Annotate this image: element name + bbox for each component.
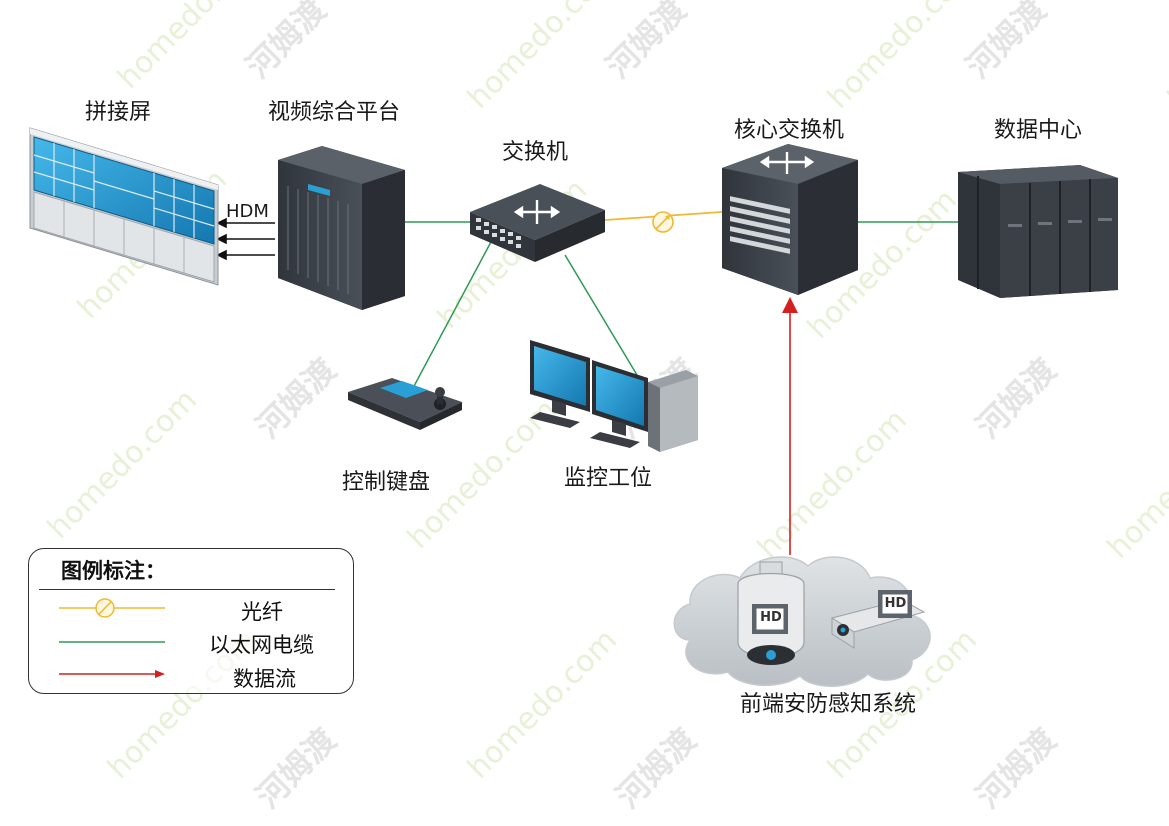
ethernet-switch-keyboard <box>412 239 493 389</box>
switch-icon <box>470 184 605 262</box>
svg-text:河姆渡: 河姆渡 <box>969 350 1064 445</box>
legend-fiber-line <box>59 598 165 618</box>
svg-text:河姆渡: 河姆渡 <box>249 350 344 445</box>
bullet-camera-icon <box>830 590 926 649</box>
bullet-camera-hd-badge: HD <box>884 596 907 611</box>
legend-ethernet-label: 以太网电缆 <box>209 633 314 657</box>
video-wall-label: 拼接屏 <box>85 100 152 125</box>
legend-fiber-label: 光纤 <box>241 600 283 624</box>
svg-text:homedo.com: homedo.com <box>41 383 204 546</box>
fiber-connector-icon <box>652 211 674 233</box>
control-keyboard-icon <box>348 378 462 430</box>
data-center-icon <box>958 165 1118 298</box>
hdmi-label: HDM <box>226 201 269 222</box>
hdmi-arrows <box>216 217 275 261</box>
video-platform-icon <box>278 146 405 310</box>
svg-text:homedo.com: homedo.com <box>751 403 914 566</box>
core-switch-icon <box>722 144 858 295</box>
frontend-system-label: 前端安防感知系统 <box>740 692 917 717</box>
legend-title: 图例标注： <box>61 559 166 583</box>
svg-text:homedo.com: homedo.com <box>1101 403 1169 566</box>
core-switch-label: 核心交换机 <box>734 118 845 143</box>
svg-text:河姆渡: 河姆渡 <box>599 0 694 86</box>
ethernet-switch-station <box>564 254 641 381</box>
svg-text:homedo.com: homedo.com <box>1161 0 1169 116</box>
svg-text:河姆渡: 河姆渡 <box>239 0 334 86</box>
svg-text:河姆渡: 河姆渡 <box>959 0 1054 86</box>
dome-camera-hd-badge: HD <box>760 610 782 625</box>
legend: 图例标注： 光纤 以太网电缆 数据流 <box>28 548 354 694</box>
connections <box>216 211 960 555</box>
svg-text:homedo.com: homedo.com <box>461 623 624 786</box>
switch-label: 交换机 <box>502 140 569 165</box>
monitoring-station-icon <box>530 340 698 452</box>
legend-dataflow-label: 数据流 <box>233 667 296 691</box>
dome-camera-icon <box>737 561 805 665</box>
svg-text:河姆渡: 河姆渡 <box>609 720 704 815</box>
legend-dataflow-line <box>59 670 165 678</box>
data-center-label: 数据中心 <box>994 118 1083 143</box>
svg-text:河姆渡: 河姆渡 <box>249 720 344 815</box>
monitor-station-label: 监控工位 <box>564 466 653 491</box>
legend-divider <box>39 589 335 590</box>
video-wall-icon <box>29 127 219 286</box>
video-platform-label: 视频综合平台 <box>268 100 401 125</box>
svg-text:河姆渡: 河姆渡 <box>969 720 1064 815</box>
control-keyboard-label: 控制键盘 <box>342 470 431 495</box>
